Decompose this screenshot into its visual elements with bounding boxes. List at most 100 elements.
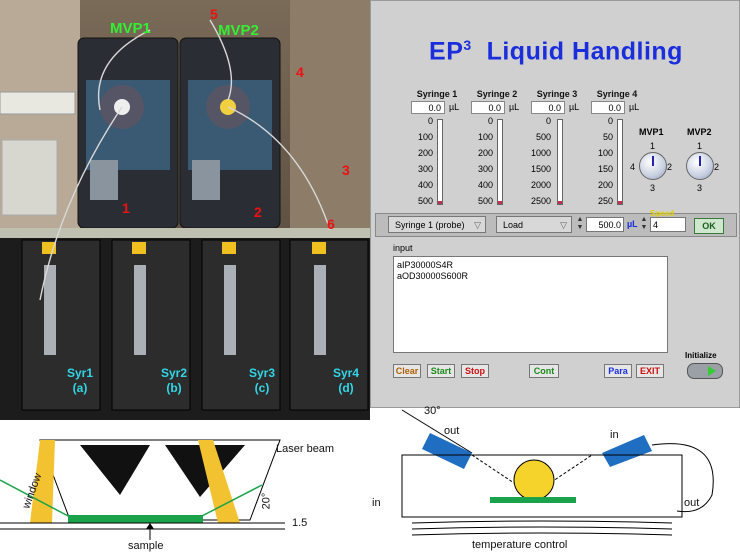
label-num-1: 1 [122,200,130,216]
play-icon [708,366,716,376]
speed-stepper[interactable]: ▲▼ [640,216,648,231]
tick: 300 [417,164,433,174]
chevron-down-icon: ▽ [560,220,567,230]
unit-label: µL [509,102,520,112]
syringe-value: 0.0 [411,101,445,114]
syringe-name: Syringe 1 [416,89,458,99]
syringe-value: 0.0 [531,101,565,114]
sample-cell-diagram: Laser beam window 20° 1.5 sample [0,425,370,555]
syringe-select[interactable]: Syringe 1 (probe) ▽ [388,216,486,233]
tick: 1000 [530,148,551,158]
tick: 500 [535,132,551,142]
label-syr4: Syr4(d) [332,366,360,395]
valve-pos: 3 [650,183,656,193]
valve-label-mvp2: MVP2 [687,127,712,137]
flow-cell-drawing [401,409,714,536]
input-textarea[interactable]: aIP30000S4R aOD30000S600R [393,256,668,353]
tick: 2000 [530,180,551,190]
syringe-gauge-4: Syringe 4 0.0 µL 0 50 100 150 200 250 [587,89,647,206]
temperature-control-label: temperature control [472,539,568,551]
volume-field[interactable]: 500.0 [586,217,624,232]
tick: 1500 [530,164,551,174]
input-label: input [393,243,413,253]
tick: 100 [417,132,433,142]
initialize-button[interactable] [687,363,723,379]
ok-button[interactable]: OK [694,218,724,234]
valve-pos: 3 [697,183,703,193]
syringe-level-bar [617,119,623,205]
apparatus-photo: MVP1 MVP2 1 2 3 4 5 6 Syr1(a) Syr2(b) Sy… [0,0,370,420]
speed-label: Speed [650,209,675,218]
label-num-4: 4 [296,64,304,80]
syringe-select-value: Syringe 1 (probe) [395,220,465,230]
para-button[interactable]: Para [604,364,632,378]
sample-label: sample [128,540,164,552]
valve-pos: 2 [667,162,673,172]
syringe-level-bar [497,119,503,205]
initialize-label: Initialize [685,351,717,360]
angle-30-label: 30° [424,405,441,417]
tick: 500 [477,196,493,206]
chevron-down-icon: ▽ [474,220,481,230]
input-line: aIP30000S4R [397,260,454,270]
tick: 200 [597,180,613,190]
laser-beam-label: Laser beam [276,443,335,455]
valve-pos: 4 [630,162,636,172]
tick: 0 [427,116,433,126]
label-num-5: 5 [210,6,218,22]
tick: 200 [417,148,433,158]
action-select[interactable]: Load▽ [496,216,572,233]
tick: 100 [597,148,613,158]
tick: 500 [417,196,433,206]
tick: 100 [477,132,493,142]
exit-button[interactable]: EXIT [636,364,664,378]
syringe-name: Syringe 2 [476,89,518,99]
syringe-name: Syringe 3 [536,89,578,99]
gap-label: 1.5 [292,517,308,529]
cell-drawing [0,439,285,540]
syringe-gauge-3: Syringe 3 0.0 µL 0 500 1000 1500 2000 25… [527,89,587,206]
valve-knob-mvp2[interactable] [686,152,714,180]
unit-label: µL [629,102,640,112]
speed-field[interactable]: 4 [650,217,686,232]
tick: 0 [607,116,613,126]
label-mvp1: MVP1 [110,20,151,37]
valve-pos: 1 [697,141,703,151]
clear-button[interactable]: Clear [393,364,421,378]
label-num-3: 3 [342,162,350,178]
photo-drawing [0,0,370,420]
tick: 250 [597,196,613,206]
tick: 200 [477,148,493,158]
input-line: aOD30000S600R [397,271,469,281]
tick: 150 [597,164,613,174]
in-left-label: in [372,497,381,509]
syringe-gauge-1: Syringe 1 0.0 µL 0 100 200 300 400 500 [407,89,467,206]
valve-label-mvp1: MVP1 [639,127,664,137]
flow-cell-diagram: 30° out in in out temperature control [372,405,740,555]
syringe-name: Syringe 4 [596,89,638,99]
volume-unit: µL [627,219,638,229]
tick: 50 [602,132,613,142]
syringe-value: 0.0 [591,101,625,114]
liquid-handling-window: EP3 Liquid Handling Syringe 1 0.0 µL 0 1… [370,0,740,408]
valve-pos: 2 [714,162,720,172]
start-button[interactable]: Start [427,364,455,378]
tick: 0 [487,116,493,126]
syringe-gauge-2: Syringe 2 0.0 µL 0 100 200 300 400 500 [467,89,527,206]
tick: 300 [477,164,493,174]
unit-label: µL [449,102,460,112]
valve-pos: 1 [650,141,656,151]
syringe-level-bar [557,119,563,205]
valve-knob-mvp1[interactable] [639,152,667,180]
label-num-2: 2 [254,204,262,220]
label-syr1: Syr1(a) [66,366,94,395]
cont-button[interactable]: Cont [529,364,559,378]
in-top-label: in [610,429,619,441]
volume-stepper[interactable]: ▲▼ [576,216,584,231]
stop-button[interactable]: Stop [461,364,489,378]
label-syr2: Syr2(b) [160,366,188,395]
label-mvp2: MVP2 [218,22,259,39]
tick: 2500 [530,196,551,206]
unit-label: µL [569,102,580,112]
label-syr3: Syr3(c) [248,366,276,395]
